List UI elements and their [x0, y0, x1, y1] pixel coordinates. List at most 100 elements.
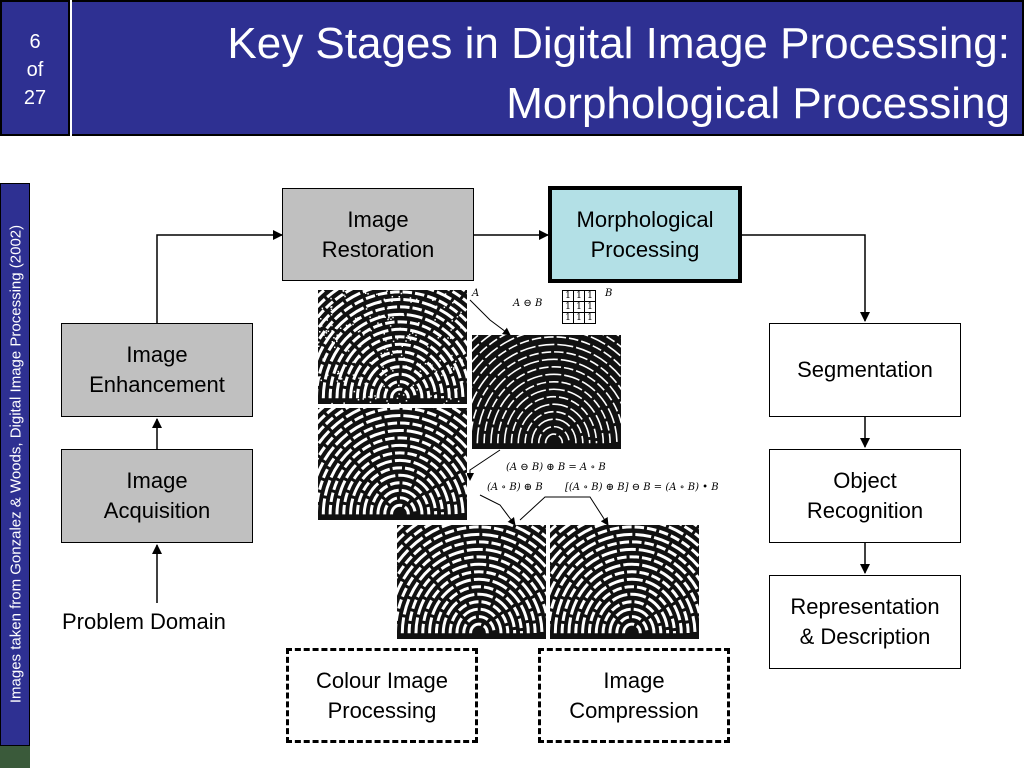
figure-label-b: B	[605, 288, 613, 299]
noise-speck	[443, 403, 445, 404]
noise-speck	[432, 299, 434, 301]
noise-speck	[363, 393, 365, 395]
noise-speck	[330, 306, 332, 308]
noise-speck	[366, 330, 368, 333]
noise-speck	[380, 315, 382, 318]
fingerprint-ridge	[544, 433, 564, 444]
se-cell: 1	[562, 312, 574, 324]
segmentation-box: Segmentation	[769, 323, 961, 417]
figure-arrow-erosion	[469, 299, 511, 336]
noise-speck	[384, 316, 386, 318]
noise-speck	[398, 296, 400, 298]
noise-speck	[386, 348, 389, 351]
noise-speck	[431, 364, 433, 366]
fingerprint-ridge	[390, 503, 410, 515]
noise-speck	[389, 337, 391, 339]
noise-speck	[357, 317, 359, 319]
fingerprint-ridge	[594, 592, 670, 634]
noise-speck	[416, 389, 418, 391]
fingerprint-ridge	[383, 380, 417, 399]
noise-speck	[343, 294, 345, 296]
fingerprint-ridge	[362, 473, 438, 515]
noise-speck	[354, 349, 356, 351]
fingerprint-opened	[318, 408, 467, 520]
slide-title-line1: Key Stages in Digital Image Processing:	[227, 19, 1010, 68]
fingerprint-ridge	[328, 436, 467, 515]
noise-speck	[330, 308, 333, 311]
noise-speck	[406, 306, 409, 308]
noise-speck	[398, 321, 400, 324]
noise-speck	[426, 326, 428, 328]
noise-speck	[385, 374, 387, 376]
object-recognition-line1: Object	[833, 468, 897, 493]
noise-speck	[398, 393, 400, 395]
noise-speck	[405, 400, 408, 402]
fingerprint-ridge	[376, 488, 424, 515]
noise-speck	[327, 374, 329, 376]
fingerprint-ridge	[448, 600, 510, 634]
representation-line1: Representation	[790, 594, 940, 619]
noise-speck	[383, 385, 385, 388]
university-logo	[0, 746, 30, 768]
noise-speck	[390, 318, 392, 321]
fingerprint-ridge	[560, 555, 699, 634]
fingerprint-ridge	[537, 425, 570, 444]
fingerprint-ridge	[414, 562, 544, 634]
noise-speck	[375, 380, 377, 382]
noise-speck	[320, 379, 322, 382]
noise-speck	[337, 370, 340, 373]
colour-processing-line2: Processing	[327, 697, 437, 723]
noise-speck	[352, 384, 354, 387]
fingerprint-ridge	[472, 343, 621, 404]
representation-description-box: Representation& Description	[769, 575, 961, 669]
fingerprint-closed-ridges	[550, 525, 699, 634]
noise-speck	[329, 395, 332, 398]
noise-speck	[405, 336, 408, 339]
noise-speck	[418, 322, 420, 324]
noise-speck	[325, 330, 328, 332]
noise-speck	[427, 346, 429, 348]
noise-speck	[333, 341, 335, 344]
fingerprint-ridge	[428, 577, 530, 634]
noise-speck	[384, 352, 386, 355]
image-restoration-line2: Restoration	[321, 236, 435, 262]
fingerprint-ridge	[496, 380, 611, 444]
noise-speck	[340, 378, 343, 380]
noise-speck	[415, 334, 417, 337]
noise-speck	[416, 346, 419, 349]
noise-speck	[343, 402, 345, 404]
noise-speck	[419, 363, 421, 366]
noise-speck	[320, 325, 323, 327]
fingerprint-opened-dilated	[397, 525, 546, 639]
noise-speck	[439, 360, 441, 362]
noise-speck	[333, 337, 335, 339]
slide-number-total: 27	[23, 87, 47, 109]
noise-speck	[405, 340, 407, 342]
noise-speck	[447, 337, 449, 339]
colour-processing-line1: Colour Image	[315, 667, 449, 693]
fingerprint-ridge	[462, 615, 496, 634]
image-enhancement-line2: Enhancement	[89, 372, 225, 397]
noise-speck	[376, 293, 378, 296]
noise-speck	[369, 316, 371, 318]
noise-speck	[352, 374, 355, 376]
fingerprint-ridge	[376, 372, 424, 399]
noise-speck	[450, 329, 452, 331]
fingerprint-ridge	[550, 532, 699, 596]
fingerprint-ridge	[503, 388, 605, 444]
noise-speck	[419, 370, 422, 373]
slide-number: 6 of 27	[0, 0, 70, 136]
fingerprint-ridge	[483, 366, 621, 444]
noise-speck	[408, 333, 411, 336]
fingerprint-ridge	[581, 577, 683, 634]
noise-speck	[360, 379, 362, 381]
arrow-morphological-to-segmentation	[742, 234, 870, 322]
noise-speck	[387, 318, 389, 321]
noise-speck	[385, 388, 387, 390]
noise-speck	[325, 332, 328, 334]
noise-speck	[380, 352, 382, 355]
noise-speck	[402, 314, 405, 317]
